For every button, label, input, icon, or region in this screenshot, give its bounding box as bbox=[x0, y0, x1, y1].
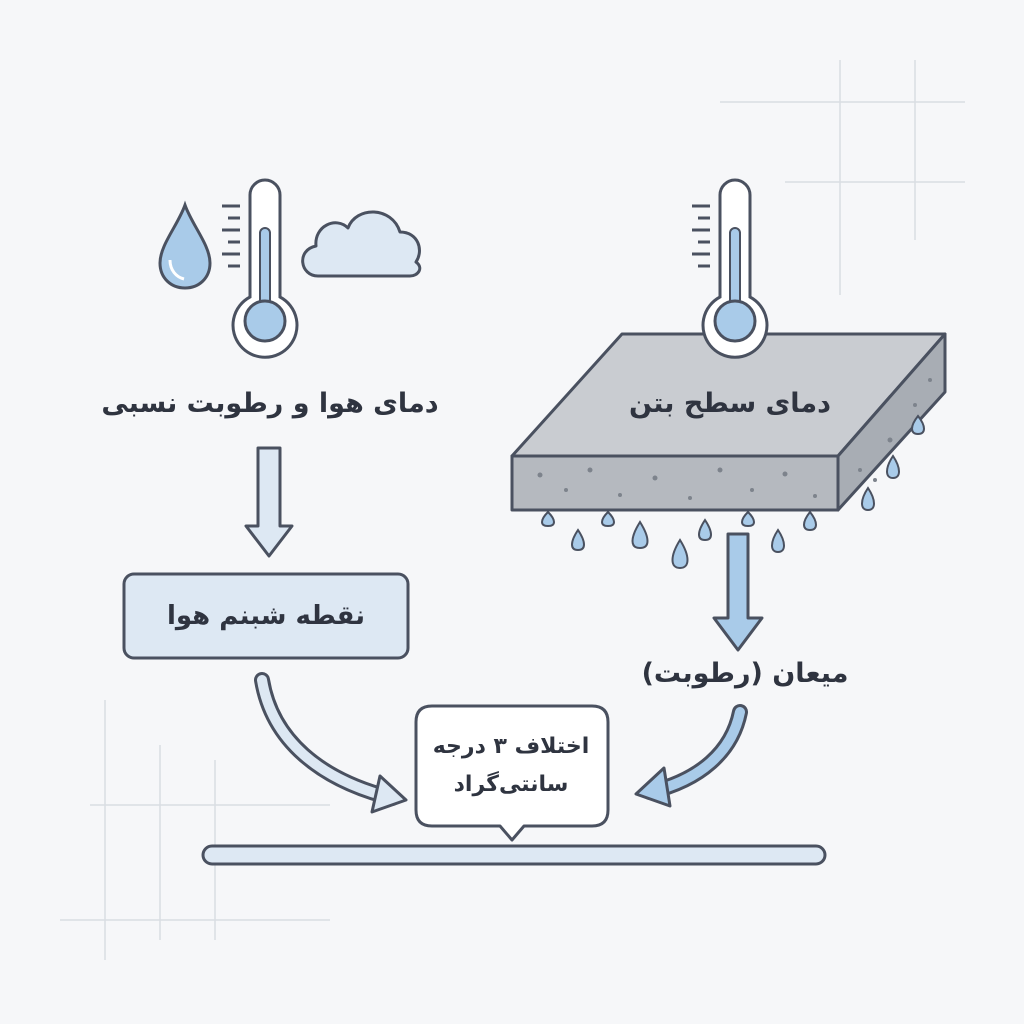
concrete-slab-icon bbox=[510, 332, 947, 512]
arrow-to-condensation bbox=[712, 532, 764, 652]
difference-label: اختلاف ۳ درجه سانتی‌گراد bbox=[432, 734, 590, 797]
difference-bubble bbox=[414, 704, 610, 842]
condensation-drops-icon bbox=[541, 414, 925, 570]
surface-temp-label: دمای سطح بتن bbox=[628, 388, 832, 419]
thermometer-icon bbox=[222, 178, 299, 359]
arrow-to-dew-point bbox=[244, 446, 294, 558]
thermometer-icon bbox=[692, 178, 769, 359]
curved-arrow-right bbox=[634, 704, 748, 808]
cloud-icon bbox=[301, 210, 422, 278]
air-conditions-label: دمای هوا و رطوبت نسبی bbox=[101, 388, 439, 419]
condensation-label: میعان (رطوبت) bbox=[641, 658, 849, 689]
curved-arrow-left bbox=[254, 672, 408, 814]
water-drop-icon bbox=[158, 200, 212, 290]
dew-point-label: نقطه شبنم هوا bbox=[166, 601, 366, 631]
dew-point-box bbox=[122, 572, 410, 660]
baseline-bar bbox=[201, 844, 827, 866]
